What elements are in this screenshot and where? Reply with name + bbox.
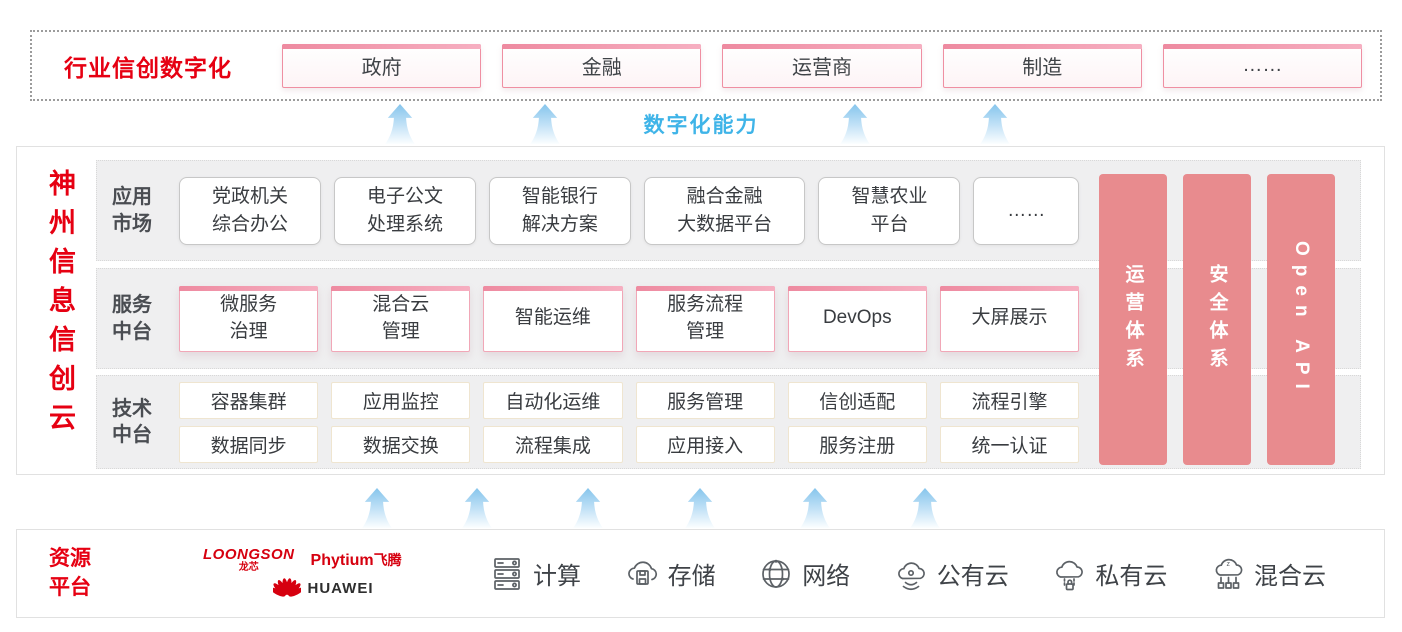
public-cloud-icon <box>897 561 925 590</box>
card-app-monitoring: 应用监控 <box>331 381 471 419</box>
industry-chip-operator: 运营商 <box>722 43 922 88</box>
up-arrow-icon <box>910 488 940 528</box>
storage-cloud-icon <box>627 560 657 585</box>
industry-chip-manufacturing: 制造 <box>942 43 1143 88</box>
industry-banner: 行业信创数字化 政府 金融 运营商 制造 …… <box>30 30 1382 101</box>
app-market-row-label: 应用 市场 <box>112 186 152 235</box>
vendor-logos: LOONGSON 龙芯 Phytium飞腾 HUAWE <box>203 547 443 601</box>
tech-platform-row: 技术 中台 容器集群 应用监控 自动化运维 服务管理 信创适配 流程引擎 数据同… <box>96 375 1361 469</box>
card-devops: DevOps <box>787 285 928 352</box>
up-arrow-icon <box>840 104 870 144</box>
up-arrow-icon <box>980 104 1010 144</box>
tech-platform-cards: 容器集群 应用监控 自动化运维 服务管理 信创适配 流程引擎 数据同步 数据交换… <box>179 381 1080 463</box>
card-container-cluster: 容器集群 <box>179 381 319 419</box>
platform-vertical-title: 神州信息信创云 <box>45 169 75 442</box>
service-platform-row-label: 服务 中台 <box>112 294 152 343</box>
huawei-logo: HUAWEI <box>203 576 443 601</box>
industry-chip-list: 政府 金融 运营商 制造 …… <box>282 43 1380 88</box>
open-api-bar: Open API <box>1267 174 1335 465</box>
main-platform-box: 神州信息信创云 应用 市场 党政机关 综合办公 电子公文 处理系统 智能银行 解… <box>16 146 1385 475</box>
card-process-integration: 流程集成 <box>483 425 623 463</box>
resource-item-network: 网络 <box>758 556 850 592</box>
svg-text:z: z <box>1226 561 1230 568</box>
card-automated-ops: 自动化运维 <box>483 381 623 419</box>
card-hybrid-cloud-management: 混合云 管理 <box>331 285 471 352</box>
industry-chip-government: 政府 <box>282 43 482 88</box>
card-dashboard-display: 大屏展示 <box>939 285 1080 352</box>
card-microservice-governance: 微服务 治理 <box>179 285 319 352</box>
up-arrow-icon <box>362 488 392 528</box>
up-arrow-icon <box>530 104 560 144</box>
resource-item-hybrid-cloud: z 混合云 <box>1210 556 1326 592</box>
resource-item-storage: 存储 <box>624 556 716 592</box>
up-arrow-icon <box>385 104 415 144</box>
up-arrow-icon <box>685 488 715 528</box>
card-smart-bank-solution: 智能银行 解决方案 <box>488 176 631 245</box>
card-data-sync: 数据同步 <box>179 425 319 463</box>
card-app-more: …… <box>973 176 1080 245</box>
card-process-engine: 流程引擎 <box>939 381 1080 419</box>
resource-item-list: 计算 存储 <box>443 556 1384 592</box>
security-system-bar: 安全体系 <box>1183 174 1251 465</box>
resource-item-public-cloud: 公有云 <box>893 556 1009 592</box>
app-market-row: 应用 市场 党政机关 综合办公 电子公文 处理系统 智能银行 解决方案 融合金融… <box>96 160 1361 261</box>
card-finance-bigdata-platform: 融合金融 大数据平台 <box>643 176 806 245</box>
operation-system-bar: 运营体系 <box>1099 174 1167 465</box>
network-globe-icon <box>762 559 791 588</box>
private-cloud-icon <box>1056 560 1084 590</box>
up-arrow-icon <box>462 488 492 528</box>
phytium-logo: Phytium飞腾 <box>310 551 402 569</box>
industry-chip-more: …… <box>1162 43 1363 88</box>
loongson-logo: LOONGSON 龙芯 <box>203 545 295 573</box>
hybrid-cloud-icon: z <box>1215 558 1243 589</box>
up-arrow-icon <box>800 488 830 528</box>
card-service-management: 服务管理 <box>635 381 775 419</box>
resource-item-private-cloud: 私有云 <box>1051 556 1167 592</box>
card-service-registry: 服务注册 <box>787 425 927 463</box>
server-icon <box>494 557 520 590</box>
capability-label: 数字化能力 <box>643 114 759 137</box>
card-smart-agriculture-platform: 智慧农业 平台 <box>818 176 961 245</box>
card-unified-auth: 统一认证 <box>939 425 1080 463</box>
industry-chip-finance: 金融 <box>502 43 702 88</box>
service-platform-cards: 微服务 治理 混合云 管理 智能运维 服务流程 管理 DevOps 大屏展示 <box>179 285 1080 352</box>
huawei-petals-icon <box>272 577 301 597</box>
card-party-gov-office: 党政机关 综合办公 <box>179 176 321 245</box>
card-intelligent-ops: 智能运维 <box>483 285 623 352</box>
card-data-exchange: 数据交换 <box>331 425 471 463</box>
service-platform-row: 服务 中台 微服务 治理 混合云 管理 智能运维 服务流程 管理 DevOps … <box>96 268 1361 369</box>
card-e-document-system: 电子公文 处理系统 <box>333 176 476 245</box>
card-app-access: 应用接入 <box>635 425 775 463</box>
resource-platform-label: 资源 平台 <box>49 547 91 599</box>
resource-platform-box: 资源 平台 LOONGSON 龙芯 Phytium飞腾 <box>16 529 1385 618</box>
industry-banner-title: 行业信创数字化 <box>64 54 232 81</box>
app-market-cards: 党政机关 综合办公 电子公文 处理系统 智能银行 解决方案 融合金融 大数据平台… <box>179 176 1080 245</box>
tech-platform-row-label: 技术 中台 <box>112 397 152 446</box>
card-service-process-management: 服务流程 管理 <box>635 285 775 352</box>
card-xinchuang-adaptation: 信创适配 <box>787 381 927 419</box>
up-arrow-icon <box>573 488 603 528</box>
resource-item-compute: 计算 <box>489 556 581 592</box>
